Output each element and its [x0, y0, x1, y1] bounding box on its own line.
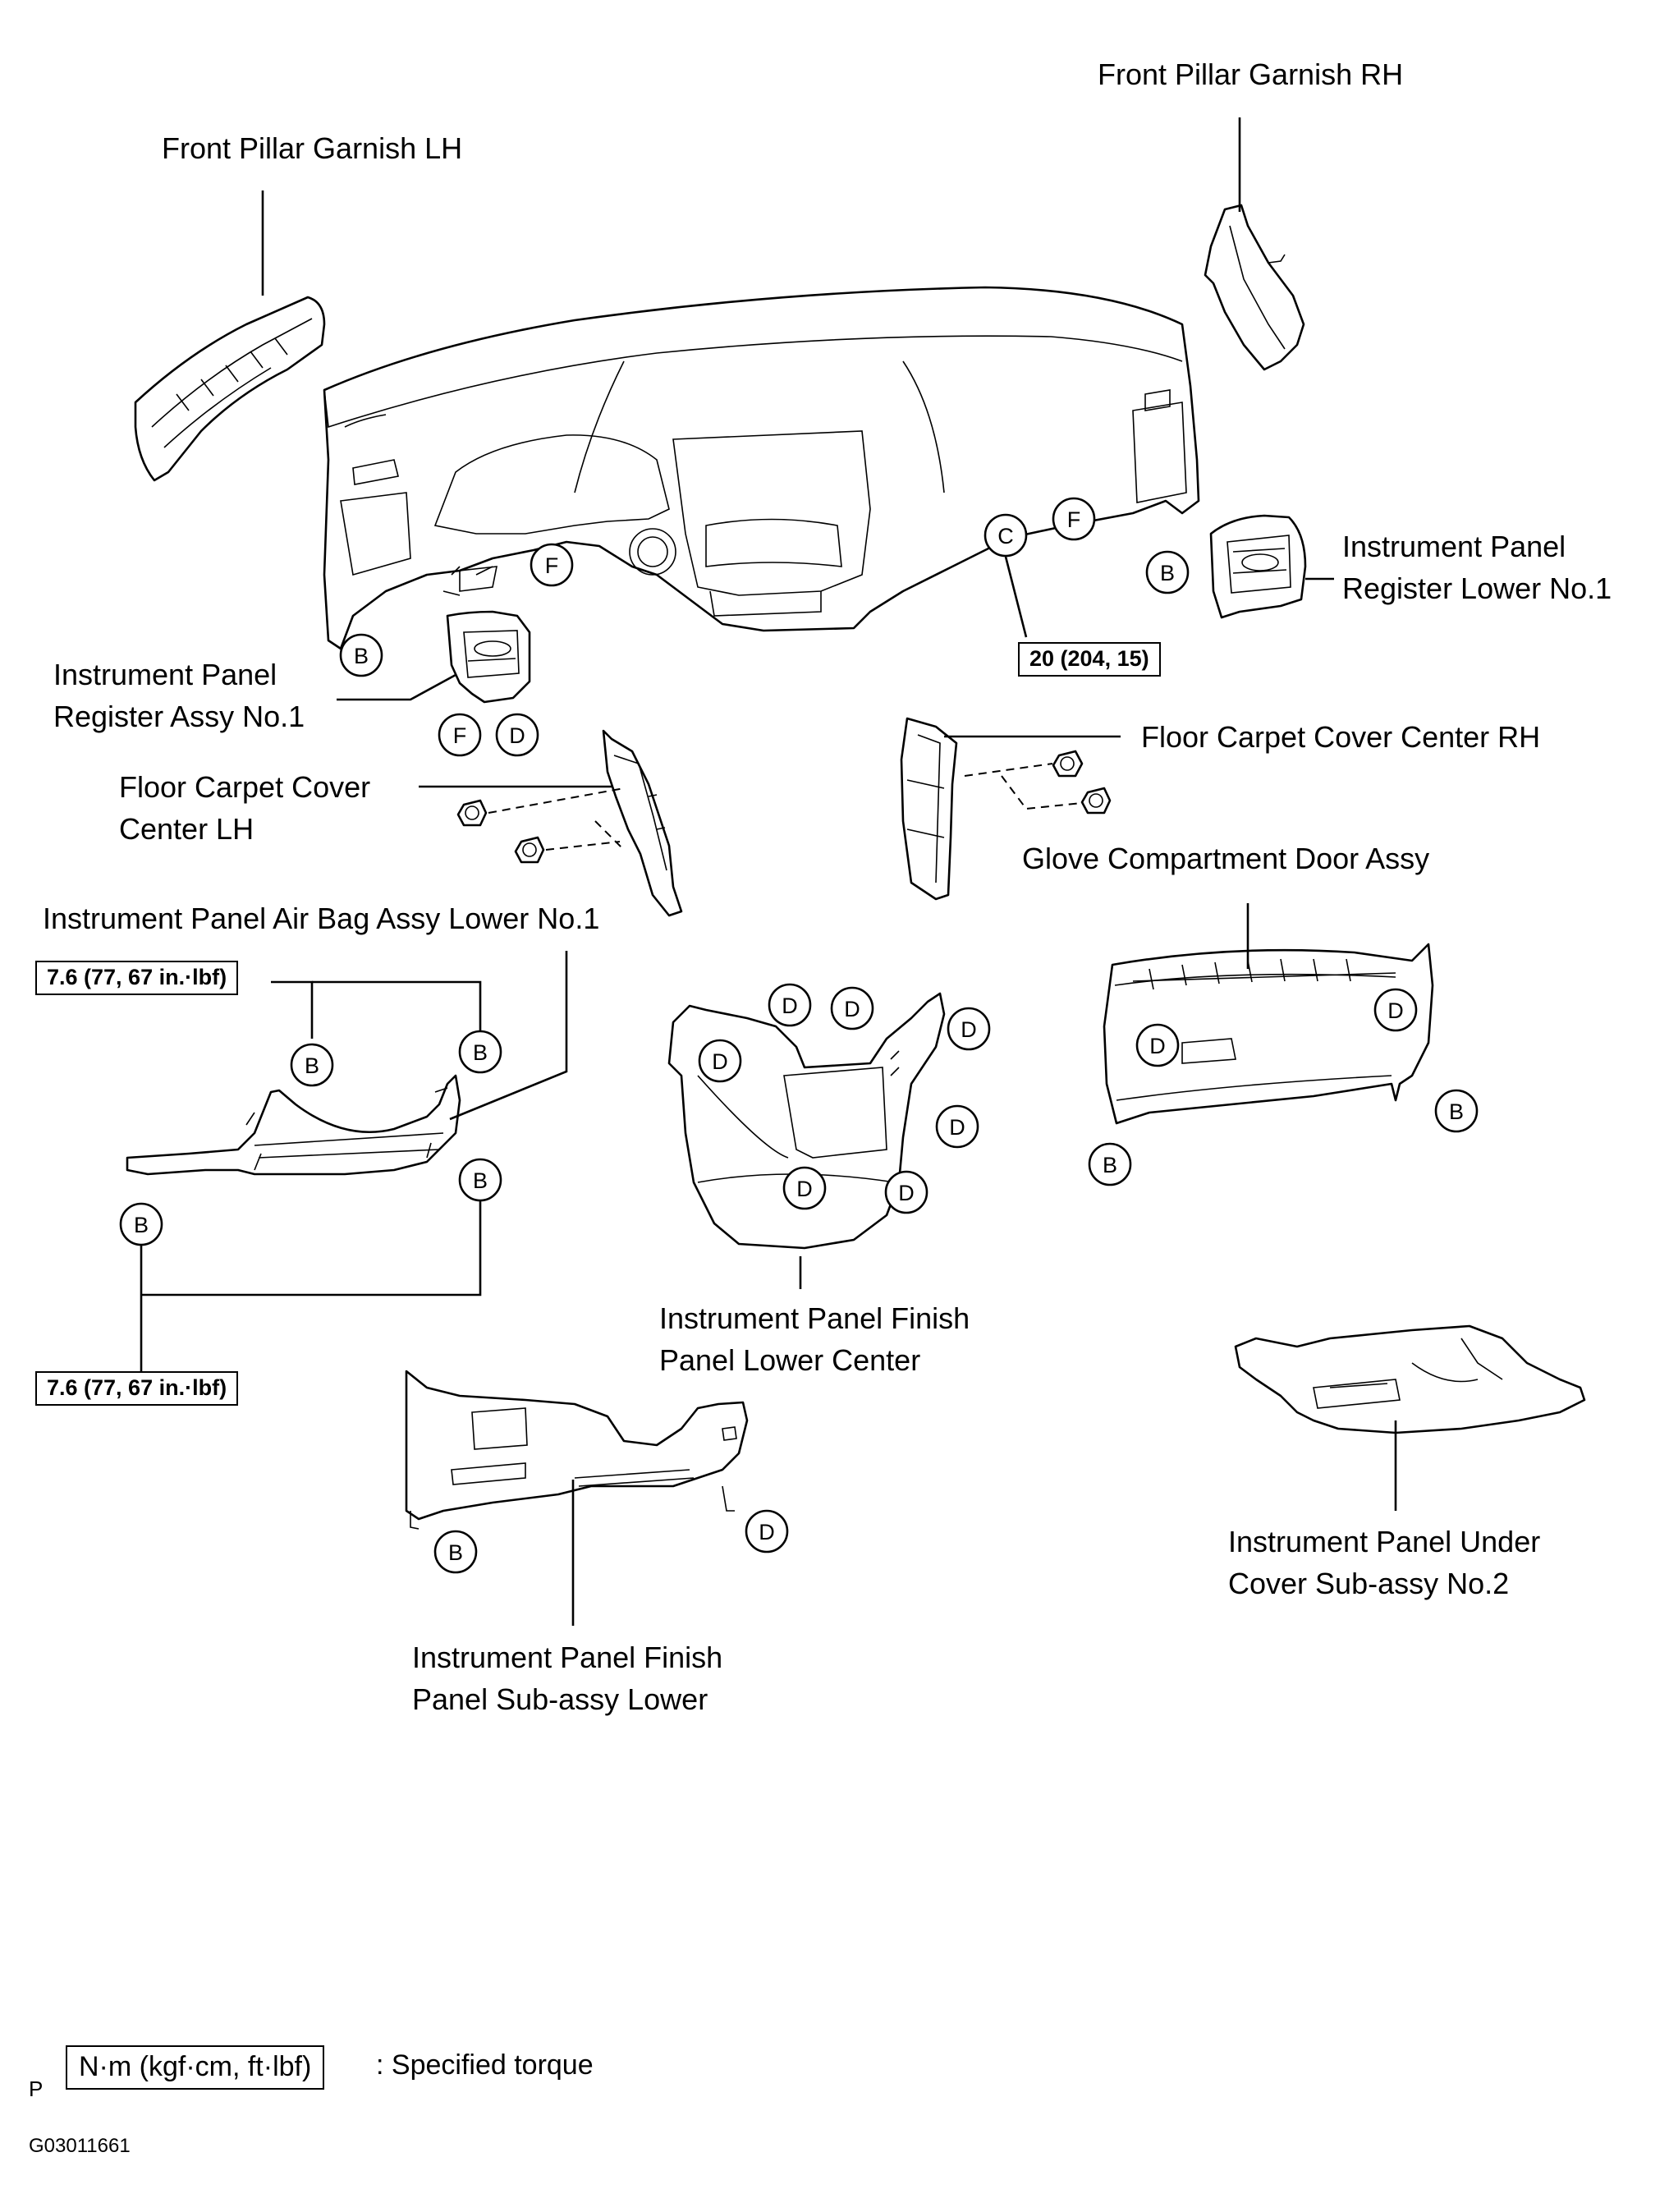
figure-id: G03011661 — [29, 2135, 131, 2157]
legend-description: : Specified torque — [376, 2049, 594, 2081]
torque-panel-bolt: 20 (204, 15) — [1018, 642, 1161, 677]
svg-text:D: D — [759, 1520, 775, 1544]
register-lower-no1-part — [1209, 514, 1307, 619]
svg-text:D: D — [949, 1115, 965, 1140]
glove-compartment-part — [1103, 943, 1434, 1125]
svg-text:F: F — [453, 723, 467, 748]
callout-f-1: F — [530, 543, 574, 587]
label-under-cover-no2: Instrument Panel Under Cover Sub-assy No… — [1228, 1525, 1541, 1600]
callout-d-4: D — [947, 1007, 991, 1051]
svg-text:D: D — [1149, 1034, 1166, 1058]
front-pillar-garnish-rh-part — [1204, 204, 1305, 371]
callout-f-3: F — [438, 713, 482, 757]
svg-text:B: B — [448, 1540, 463, 1565]
callout-d-6: D — [935, 1104, 979, 1149]
callout-d-11: D — [745, 1509, 789, 1553]
callout-d-8: D — [884, 1170, 928, 1214]
callout-b-9: B — [433, 1530, 478, 1574]
callout-d-1: D — [495, 713, 539, 757]
svg-text:C: C — [997, 524, 1014, 548]
svg-text:D: D — [796, 1177, 813, 1201]
svg-text:B: B — [473, 1168, 488, 1193]
label-floor-carpet-center-lh: Floor Carpet Cover Center LH — [119, 770, 371, 846]
label-glove-compartment: Glove Compartment Door Assy — [1022, 842, 1430, 875]
callout-b-4: B — [458, 1030, 502, 1074]
svg-text:B: B — [305, 1053, 319, 1078]
svg-text:B: B — [473, 1040, 488, 1065]
callout-b-1: B — [339, 633, 383, 677]
callout-circles: F F F C B B B B B B B B B D D D D D D D … — [119, 497, 1479, 1574]
callout-b-6: B — [119, 1202, 163, 1246]
register-assy-no1-part — [446, 610, 531, 704]
under-cover-no2-part — [1234, 1324, 1586, 1434]
finish-panel-sub-assy-lower-part — [405, 1370, 749, 1530]
callout-d-9: D — [1373, 988, 1418, 1032]
callout-c: C — [984, 513, 1028, 558]
front-pillar-garnish-lh-part — [134, 296, 326, 482]
callout-d-2: D — [768, 983, 812, 1027]
floor-carpet-rh-clips — [964, 750, 1112, 815]
label-finish-panel-lower-center: Instrument Panel Finish Panel Lower Cent… — [659, 1301, 970, 1377]
label-air-bag-lower: Instrument Panel Air Bag Assy Lower No.1 — [43, 902, 600, 935]
svg-text:D: D — [782, 994, 798, 1018]
callout-f-2: F — [1052, 497, 1096, 541]
callout-d-10: D — [1135, 1023, 1180, 1067]
svg-text:D: D — [844, 997, 860, 1021]
label-front-pillar-garnish-lh: Front Pillar Garnish LH — [162, 131, 463, 165]
svg-text:F: F — [1067, 507, 1081, 532]
floor-carpet-lh-clips — [456, 787, 625, 864]
instrument-panel-main-part — [323, 286, 1200, 650]
torque-airbag-lower: 7.6 (77, 67 in.·lbf) — [35, 1371, 239, 1406]
label-register-lower-no1: Instrument Panel Register Lower No.1 — [1342, 530, 1612, 605]
legend-unit-box: N·m (kgf·cm, ft·lbf) — [66, 2045, 325, 2090]
svg-text:D: D — [712, 1049, 728, 1074]
svg-text:B: B — [1449, 1099, 1464, 1124]
torque-airbag-upper: 7.6 (77, 67 in.·lbf) — [35, 961, 239, 995]
svg-text:B: B — [354, 644, 369, 668]
label-finish-panel-sub-assy-lower: Instrument Panel Finish Panel Sub-assy L… — [412, 1641, 723, 1716]
callout-b-8: B — [1088, 1142, 1132, 1186]
floor-carpet-center-lh-part — [602, 729, 683, 917]
airbag-lower-no1-part — [126, 1074, 461, 1176]
svg-text:D: D — [898, 1181, 915, 1205]
svg-text:B: B — [134, 1213, 149, 1237]
svg-text:B: B — [1160, 561, 1175, 585]
label-front-pillar-garnish-rh: Front Pillar Garnish RH — [1098, 57, 1404, 91]
callout-d-7: D — [782, 1166, 827, 1210]
svg-text:F: F — [545, 553, 559, 578]
svg-text:D: D — [1387, 998, 1404, 1023]
callout-b-5: B — [458, 1158, 502, 1202]
label-floor-carpet-center-rh: Floor Carpet Cover Center RH — [1141, 720, 1541, 754]
callout-b-7: B — [1434, 1089, 1479, 1133]
callout-b-3: B — [290, 1043, 334, 1087]
svg-text:D: D — [509, 723, 525, 748]
callout-d-3: D — [830, 986, 874, 1030]
label-register-assy-no1: Instrument Panel Register Assy No.1 — [53, 658, 305, 733]
svg-text:B: B — [1103, 1153, 1117, 1177]
callout-b-2: B — [1145, 550, 1190, 594]
footer-marker: P — [29, 2077, 44, 2101]
floor-carpet-center-rh-part — [900, 717, 958, 901]
callout-d-5: D — [698, 1039, 742, 1083]
leader-lines — [140, 117, 1397, 1626]
svg-text:D: D — [961, 1017, 977, 1042]
